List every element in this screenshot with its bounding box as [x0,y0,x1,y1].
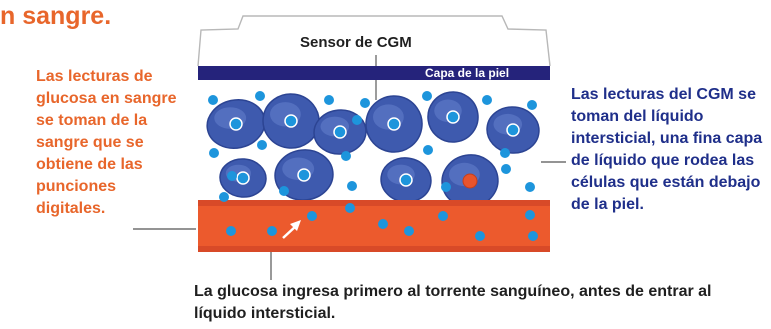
cell [313,109,367,155]
glucose-dot [267,226,277,236]
skin-layer-bar [198,66,550,80]
glucose-dot [423,145,433,155]
cell [427,91,479,143]
glucose-dot [360,98,370,108]
sensor-label: Sensor de CGM [300,34,412,51]
glucose-dot [209,148,219,158]
glucose-dot [352,115,362,125]
blood-vessel [198,206,550,246]
glucose-dot [441,182,451,192]
cell [206,99,266,149]
glucose-dot [279,186,289,196]
cell [219,158,267,198]
glucose-dot [422,91,432,101]
cell [365,95,423,153]
glucose-dot [525,210,535,220]
glucose-dot [226,226,236,236]
glucose-dot-group [208,91,538,241]
cell [262,93,320,149]
glucose-dot [307,211,317,221]
glucose-dot [324,95,334,105]
glucose-dot [341,151,351,161]
glucose-dot [219,192,229,202]
glucose-dot [257,140,267,150]
skin-layer-label: Capa de la piel [425,66,510,80]
glucose-dot [475,231,485,241]
blood-vessel-edge-bottom [198,246,550,252]
blood-vessel-edge-top [198,200,550,206]
glucose-dot [378,219,388,229]
glucose-dot [255,91,265,101]
sensor-housing [197,15,551,67]
finger-prick-note: Las lecturas de glucosa en sangre se tom… [36,68,177,217]
glucose-dot [208,95,218,105]
glucose-flow-note: La glucosa ingresa primero al torrente s… [194,283,712,322]
glucose-dot [527,100,537,110]
glucose-dot [528,231,538,241]
cgm-interstitial-note: Las lecturas del CGM se toman del líquid… [571,86,763,213]
glucose-dot [525,182,535,192]
cell-group [206,91,540,208]
heading-fragment: n sangre. [0,2,112,30]
glucose-dot [345,203,355,213]
cell [486,106,540,154]
glucose-dot [501,164,511,174]
cell [380,157,432,203]
glucose-dot [500,148,510,158]
cell [274,149,334,201]
glucose-dot [482,95,492,105]
glucose-arrow-icon [282,220,301,239]
glucose-dot [404,226,414,236]
glucose-dot [347,181,357,191]
glucose-dot [438,211,448,221]
glucose-dot [227,171,237,181]
